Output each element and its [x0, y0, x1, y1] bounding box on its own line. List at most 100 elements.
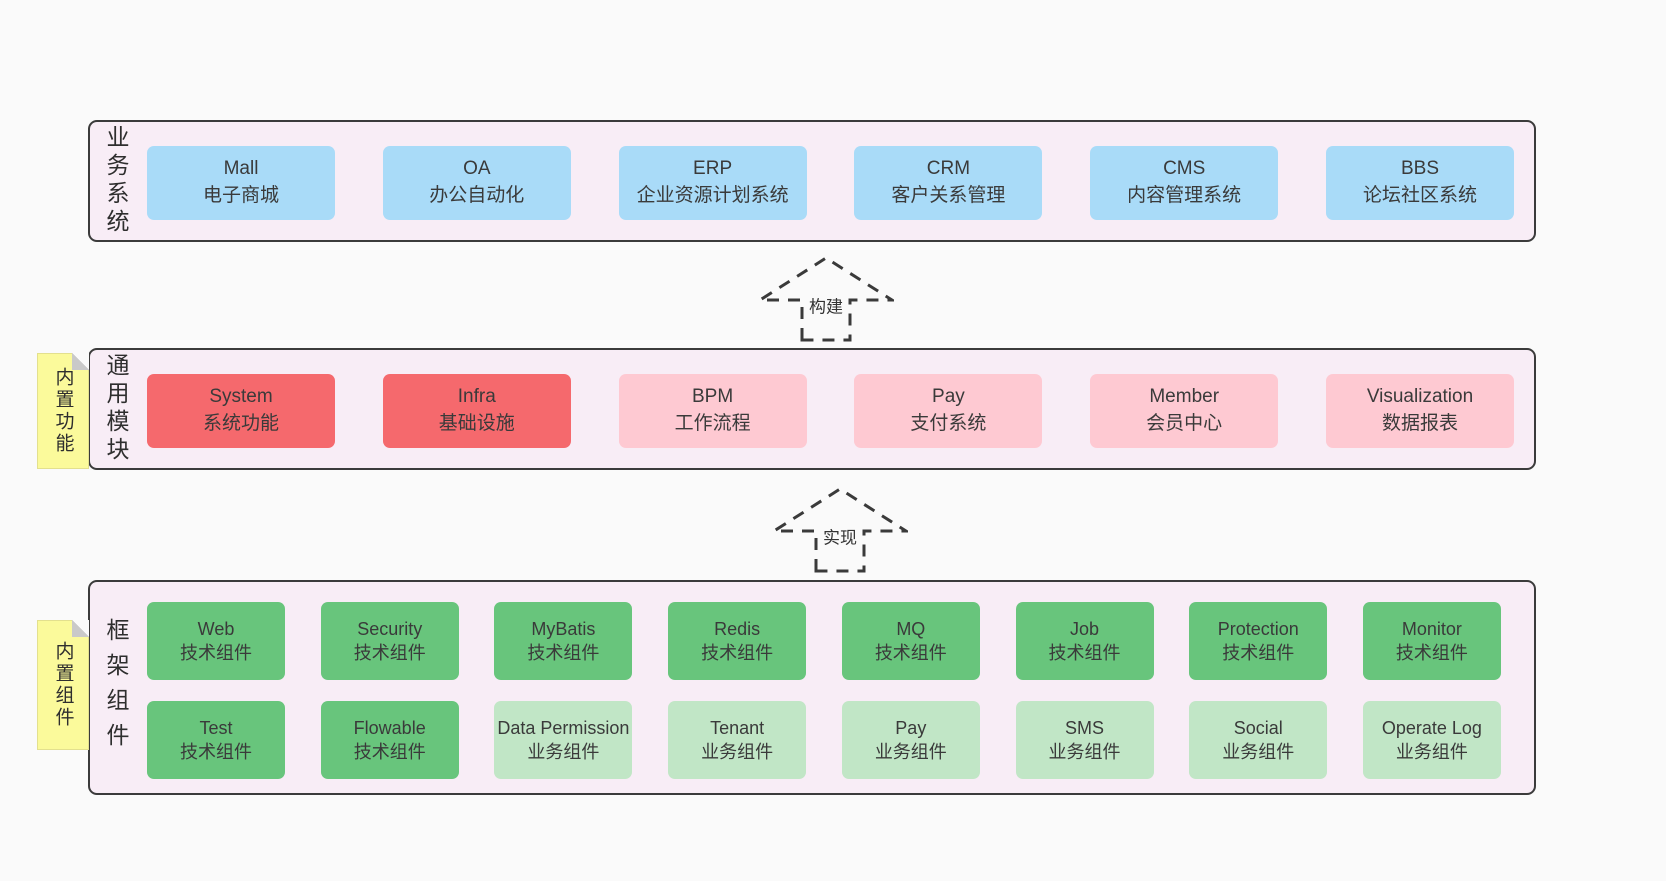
arrow-implement-label: 实现	[820, 522, 860, 550]
box-subtitle: 技术组件	[1048, 643, 1121, 663]
box-system: System 系统功能	[147, 374, 335, 448]
box-title: Operate Log	[1381, 717, 1482, 738]
box-title: Member	[1149, 386, 1220, 408]
box-social: Social 业务组件	[1189, 701, 1328, 779]
box-title: Security	[357, 618, 423, 639]
box-flowable: Flowable 技术组件	[320, 701, 459, 779]
arrow-up-build-icon: 构建	[758, 256, 894, 342]
box-subtitle: 技术组件	[701, 643, 774, 663]
box-title: SMS	[1065, 717, 1105, 738]
layer-label-components: 框架组件	[103, 617, 129, 758]
box-monitor: Monitor 技术组件	[1362, 602, 1501, 680]
box-erp: ERP 企业资源计划系统	[618, 146, 807, 220]
arrow-build-label: 构建	[806, 291, 846, 319]
box-subtitle: 技术组件	[180, 742, 252, 762]
components-row-1: Web 技术组件 Security 技术组件 MyBatis 技术组件 Redi…	[147, 602, 1501, 680]
box-subtitle: 业务组件	[701, 742, 774, 762]
box-mybatis: MyBatis 技术组件	[494, 602, 633, 680]
box-oa: OA 办公自动化	[382, 146, 571, 220]
box-subtitle: 业务组件	[1222, 742, 1295, 762]
box-cms: CMS 内容管理系统	[1090, 146, 1279, 220]
box-bbs: BBS 论坛社区系统	[1325, 146, 1514, 220]
box-subtitle: 技术组件	[180, 643, 252, 663]
box-subtitle: 业务组件	[874, 742, 947, 762]
box-subtitle: 技术组件	[1395, 643, 1468, 663]
layer-framework-components: 内置组件 框架组件 Web 技术组件 Security 技术组件 MyBatis…	[37, 580, 1536, 795]
sticky-note-built-in-features: 内置功能	[37, 353, 89, 469]
box-bpm: BPM 工作流程	[618, 374, 807, 448]
box-sms: SMS 业务组件	[1015, 701, 1154, 779]
box-title: Pay	[932, 386, 965, 408]
box-data-permission: Data Permission 业务组件	[494, 701, 633, 779]
box-mall: Mall 电子商城	[147, 146, 335, 220]
box-subtitle: 支付系统	[910, 413, 987, 434]
box-protection: Protection 技术组件	[1189, 602, 1328, 680]
layer-label-modules: 通用模块	[103, 353, 129, 465]
box-web: Web 技术组件	[147, 602, 285, 680]
box-title: Redis	[714, 618, 761, 639]
box-title: CMS	[1163, 158, 1206, 180]
box-title: OA	[463, 158, 491, 180]
box-job: Job 技术组件	[1015, 602, 1154, 680]
box-subtitle: 内容管理系统	[1127, 185, 1242, 206]
box-title: MyBatis	[531, 618, 596, 639]
arrow-up-implement-icon: 实现	[772, 487, 908, 573]
box-operate-log: Operate Log 业务组件	[1362, 701, 1501, 779]
components-row-2: Test 技术组件 Flowable 技术组件 Data Permission …	[147, 701, 1501, 779]
box-title: Pay	[895, 717, 927, 738]
sticky-note-built-in-components: 内置组件	[37, 620, 89, 750]
box-title: System	[209, 386, 273, 408]
box-title: ERP	[693, 158, 733, 180]
box-subtitle: 电子商城	[202, 185, 279, 206]
box-title: Test	[199, 717, 233, 738]
box-title: CRM	[926, 158, 971, 180]
box-subtitle: 工作流程	[674, 413, 751, 434]
box-title: Flowable	[353, 717, 426, 738]
box-subtitle: 论坛社区系统	[1362, 185, 1477, 206]
box-subtitle: 技术组件	[874, 643, 947, 663]
box-subtitle: 技术组件	[353, 643, 426, 663]
box-title: Protection	[1217, 618, 1299, 639]
box-test: Test 技术组件	[147, 701, 285, 779]
box-subtitle: 技术组件	[353, 742, 426, 762]
layer-common-modules: 内置功能 通用模块 System 系统功能 Infra 基础设施 BPM 工作流…	[37, 348, 1536, 470]
box-subtitle: 数据报表	[1381, 413, 1458, 434]
box-pay-module: Pay 支付系统	[854, 374, 1043, 448]
box-visualization: Visualization 数据报表	[1325, 374, 1514, 448]
note-label: 内置功能	[52, 367, 74, 455]
box-title: BPM	[692, 386, 734, 408]
box-pay-component: Pay 业务组件	[841, 701, 980, 779]
box-subtitle: 企业资源计划系统	[636, 185, 789, 206]
layer-business-systems: 业务系统 Mall 电子商城 OA 办公自动化 ERP 企业资源计划系统 CRM…	[88, 120, 1536, 242]
box-title: Job	[1070, 618, 1100, 639]
box-title: BBS	[1400, 158, 1439, 180]
box-infra: Infra 基础设施	[382, 374, 571, 448]
layer-label-business: 业务系统	[103, 125, 129, 237]
box-title: Mall	[223, 158, 259, 180]
box-subtitle: 会员中心	[1146, 413, 1223, 434]
box-title: Data Permission	[497, 717, 630, 738]
note-label: 内置组件	[52, 641, 74, 729]
box-title: Visualization	[1366, 386, 1474, 408]
box-title: Tenant	[710, 717, 765, 738]
box-subtitle: 技术组件	[527, 643, 600, 663]
box-title: Monitor	[1401, 618, 1462, 639]
box-subtitle: 客户关系管理	[891, 185, 1006, 206]
box-title: Infra	[457, 386, 496, 408]
box-mq: MQ 技术组件	[841, 602, 980, 680]
box-title: Social	[1233, 717, 1283, 738]
folded-corner-icon	[72, 620, 89, 637]
box-crm: CRM 客户关系管理	[854, 146, 1043, 220]
dashed-up-arrow-icon	[772, 487, 908, 573]
box-subtitle: 业务组件	[1048, 742, 1121, 762]
box-subtitle: 办公自动化	[429, 185, 525, 206]
box-subtitle: 业务组件	[1395, 742, 1468, 762]
box-redis: Redis 技术组件	[668, 602, 807, 680]
box-subtitle: 业务组件	[527, 742, 600, 762]
folded-corner-icon	[72, 353, 89, 370]
box-title: MQ	[896, 618, 926, 639]
box-tenant: Tenant 业务组件	[668, 701, 807, 779]
business-boxes-row: Mall 电子商城 OA 办公自动化 ERP 企业资源计划系统 CRM 客户关系…	[147, 146, 1514, 220]
box-subtitle: 系统功能	[202, 413, 279, 434]
